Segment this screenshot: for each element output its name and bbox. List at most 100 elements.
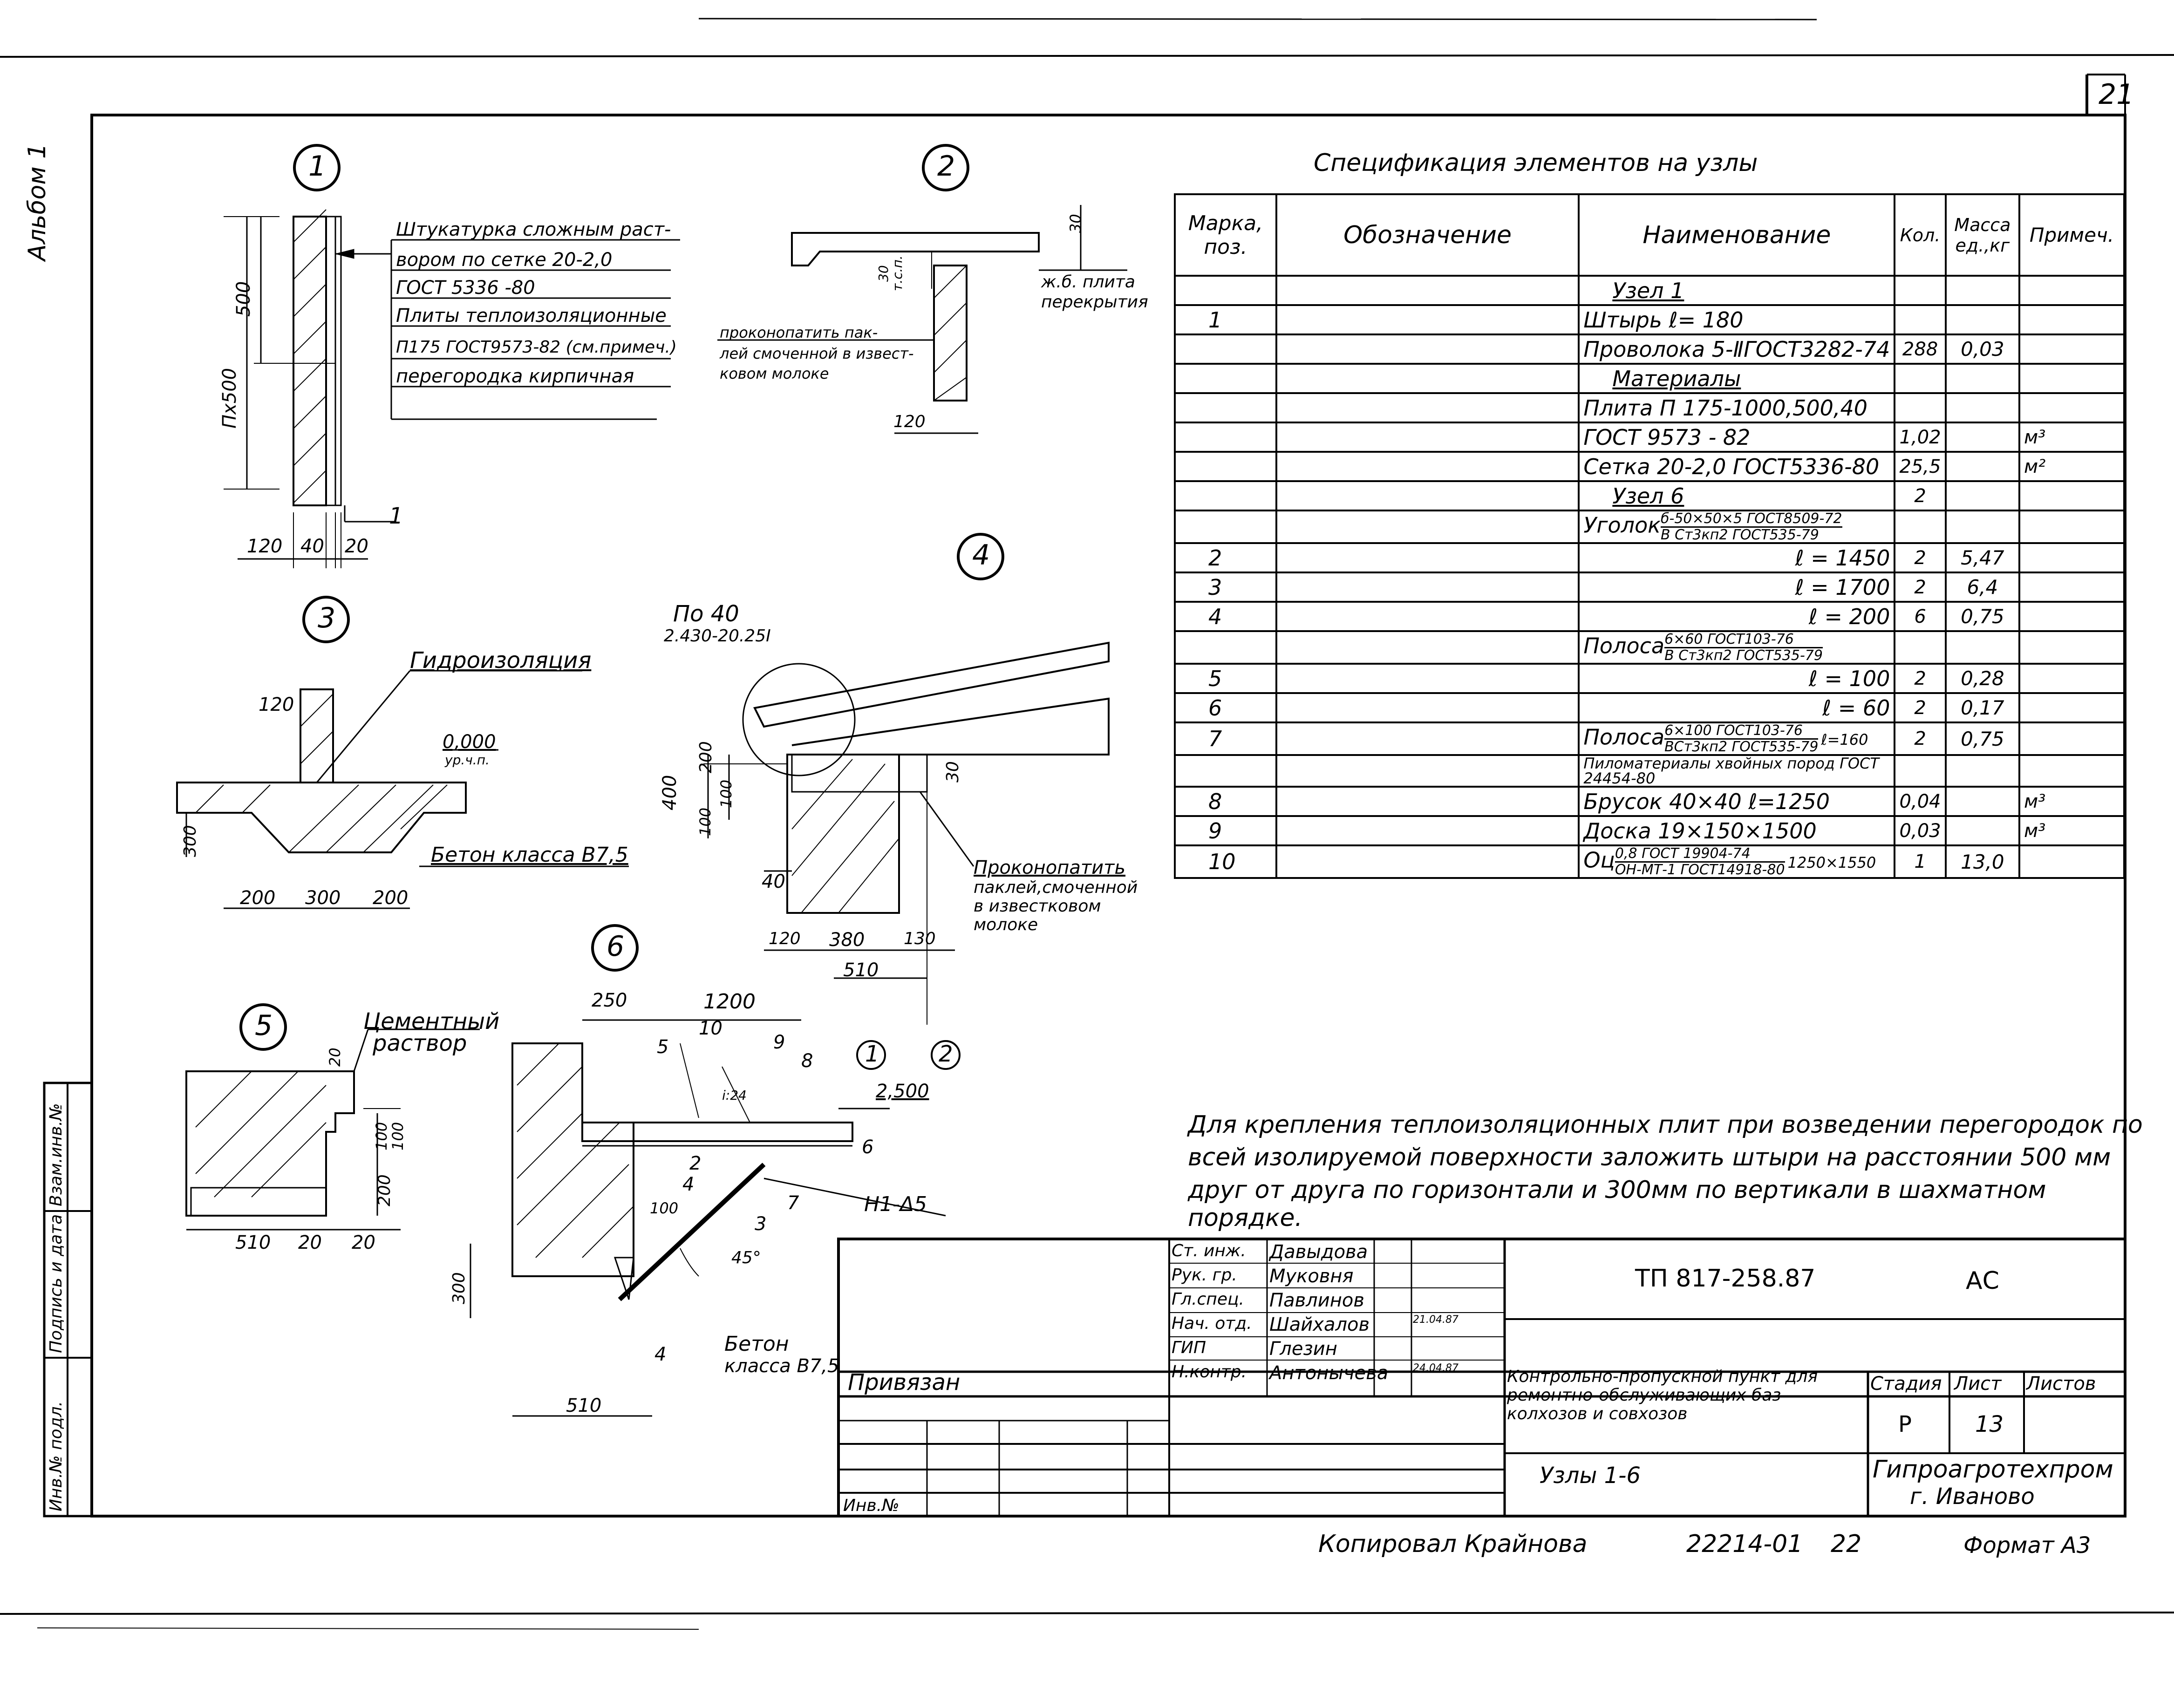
node-3-concrete: Бетон класса В7,5 bbox=[431, 843, 628, 867]
spec-cell-qty bbox=[1894, 510, 1947, 544]
node-4-caulk-3: в известковом bbox=[974, 897, 1101, 916]
spec-cell-mark bbox=[1174, 754, 1277, 788]
spec-cell-mass bbox=[1944, 786, 2021, 817]
spec-cell-designation bbox=[1275, 275, 1580, 306]
spec-cell-note bbox=[2018, 363, 2125, 394]
spec-cell-mark: 10 bbox=[1174, 844, 1277, 879]
node-6-pos-10: 10 bbox=[699, 1018, 722, 1039]
node-5-mortar-2: раствор bbox=[373, 1030, 467, 1056]
spec-cell-mark bbox=[1174, 510, 1277, 544]
node-4-dim-120: 120 bbox=[769, 929, 801, 948]
spec-header-name: Наименование bbox=[1578, 193, 1896, 277]
spec-cell-mass: 0,28 bbox=[1944, 663, 2021, 694]
spec-cell-note bbox=[2018, 572, 2125, 603]
node-1-label-5: П175 ГОСТ9573-82 (см.примеч.) bbox=[396, 338, 677, 357]
node-1-dim-nx500: Пх500 bbox=[219, 367, 240, 429]
node-4-dim-200: 200 bbox=[696, 741, 716, 773]
spec-cell-designation bbox=[1275, 721, 1580, 756]
spec-cell-name: Плита П 175-1000,500,40 bbox=[1578, 392, 1896, 423]
node-2-number: 2 bbox=[937, 150, 955, 183]
title-role-label: Нач. отд. bbox=[1172, 1314, 1252, 1333]
node-2-dim-30: 30 bbox=[1067, 214, 1084, 233]
spec-cell-mark: 8 bbox=[1174, 786, 1277, 817]
node-4-dim-40: 40 bbox=[762, 871, 785, 892]
spec-cell-mass bbox=[1944, 422, 2021, 453]
spec-cell-mark bbox=[1174, 363, 1277, 394]
node-5-dim-100b: 100 bbox=[389, 1122, 407, 1150]
spec-header-mass: Масса ед.,кг bbox=[1944, 193, 2021, 277]
spec-cell-designation bbox=[1275, 542, 1580, 573]
spec-cell-qty: 1,02 bbox=[1894, 422, 1947, 453]
node-2-dim-30b: 30 bbox=[876, 265, 891, 282]
node-5-dim-20a: 20 bbox=[326, 1048, 344, 1067]
node-6-dim-1200: 1200 bbox=[703, 990, 756, 1014]
sheet-number: 21 bbox=[2099, 78, 2134, 111]
spec-cell-mark bbox=[1174, 630, 1277, 665]
spec-cell-designation bbox=[1275, 601, 1580, 632]
node-6-pos-3: 3 bbox=[755, 1213, 767, 1235]
org-name: Гипроагротехпром bbox=[1873, 1456, 2113, 1483]
spec-fraction-top: 6×100 ГОСТ103-76 bbox=[1664, 724, 1819, 740]
node-5-dim-20c: 20 bbox=[352, 1232, 375, 1253]
side-stamp-inv-orig: Инв.№ подл. bbox=[47, 1401, 66, 1511]
spec-fraction-bottom: ОН-МТ-1 ГОСТ14918-80 bbox=[1615, 861, 1785, 878]
spec-cell-name: Штырь ℓ= 180 bbox=[1578, 304, 1896, 335]
spec-name-suffix: ℓ=160 bbox=[1821, 730, 1868, 749]
node-1-label-4: Плиты теплоизоляционные bbox=[396, 305, 667, 327]
node-6-pos-7: 7 bbox=[787, 1192, 799, 1214]
spec-cell-designation bbox=[1275, 333, 1580, 365]
sheets-header: Листов bbox=[2026, 1373, 2096, 1395]
spec-cell-note: м³ bbox=[2018, 815, 2125, 846]
spec-name-text: Полоса bbox=[1583, 724, 1665, 750]
spec-cell-designation bbox=[1275, 304, 1580, 335]
title-role-label: Н.контр. bbox=[1172, 1362, 1247, 1381]
spec-cell-note: м³ bbox=[2018, 786, 2125, 817]
stage-value: Р bbox=[1898, 1411, 1912, 1437]
spec-cell-mass: 0,03 bbox=[1944, 333, 2021, 365]
spec-cell-qty: 2 bbox=[1894, 572, 1947, 603]
spec-cell-designation bbox=[1275, 363, 1580, 394]
spec-cell-mark: 3 bbox=[1174, 572, 1277, 603]
title-role-name: Павлинов bbox=[1269, 1290, 1364, 1311]
node-6-slope: i:24 bbox=[722, 1088, 747, 1103]
node-2-slab-1: ж.б. плита bbox=[1041, 272, 1135, 292]
side-stamp-sign-date: Подпись и дата bbox=[47, 1214, 66, 1353]
spec-cell-mass bbox=[1944, 363, 2021, 394]
node-3-number: 3 bbox=[318, 602, 336, 634]
spec-cell-designation bbox=[1275, 786, 1580, 817]
node-6-level: 2,500 bbox=[876, 1081, 929, 1102]
stage-header: Стадия bbox=[1870, 1373, 1942, 1395]
node-1-dim-20: 20 bbox=[345, 536, 368, 557]
spec-cell-mark bbox=[1174, 422, 1277, 453]
spec-cell-mass bbox=[1944, 510, 2021, 544]
node-2-caulk-1: проконопатить пак- bbox=[720, 324, 878, 341]
spec-row: Пиломатериалы хвойных пород ГОСТ 24454-8… bbox=[1174, 754, 2125, 788]
sheet-title: Узлы 1-6 bbox=[1540, 1463, 1641, 1489]
spec-cell-mark: 2 bbox=[1174, 542, 1277, 573]
node-4-dim-100a: 100 bbox=[717, 779, 735, 808]
node-3-dim-200a: 200 bbox=[240, 887, 276, 909]
node-4-dim-400: 400 bbox=[659, 775, 681, 810]
node-4-dim-30: 30 bbox=[943, 761, 962, 783]
spec-cell-mass bbox=[1944, 480, 2021, 511]
project-desc-1: Контрольно-пропускной пункт для bbox=[1507, 1367, 1818, 1386]
spec-cell-mass: 0,75 bbox=[1944, 721, 2021, 756]
spec-cell-mass: 13,0 bbox=[1944, 844, 2021, 879]
attached-label: Привязан bbox=[848, 1369, 961, 1395]
node-6-concrete-1: Бетон bbox=[724, 1332, 789, 1356]
sheet-header: Лист bbox=[1954, 1373, 2002, 1395]
spec-title: Спецификация элементов на узлы bbox=[1314, 149, 1758, 177]
spec-cell-note bbox=[2018, 754, 2125, 788]
node-6-pos-4b: 4 bbox=[654, 1344, 667, 1365]
spec-cell-designation bbox=[1275, 480, 1580, 511]
node-2-dim-tsp: т.с.п. bbox=[890, 255, 905, 291]
spec-cell-name: Материалы bbox=[1578, 363, 1896, 394]
